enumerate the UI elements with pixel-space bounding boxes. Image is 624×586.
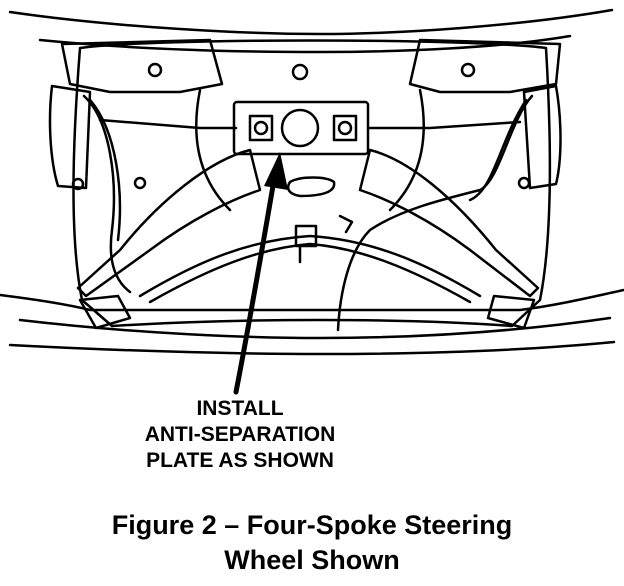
callout-arrow-shaft <box>233 177 277 395</box>
left-connector-bolt <box>71 177 85 191</box>
upper-right-bolt <box>460 62 476 78</box>
plate-right-bolt-frame <box>332 114 358 142</box>
callout-arrowhead <box>264 152 288 190</box>
hub-right-arc <box>388 88 425 212</box>
wire-left-2 <box>88 98 122 242</box>
plate-right-bolt <box>337 120 353 136</box>
upper-left-spoke <box>60 38 224 94</box>
wheel-rim-bottom-3 <box>8 340 616 356</box>
lower-left-pad <box>78 294 132 330</box>
wheel-rim-bottom-2 <box>18 316 612 340</box>
right-grip <box>522 84 562 190</box>
lower-right-spoke <box>358 148 540 298</box>
callout-line-2: ANTI-SEPARATION <box>144 423 336 446</box>
plate-left-bolt <box>253 120 269 136</box>
left-mid-bolt <box>133 176 147 190</box>
wire-right-3 <box>368 120 522 130</box>
callout-line-1: INSTALL <box>196 397 284 420</box>
plate-center-hole <box>280 108 320 148</box>
figure-caption: Figure 2 – Four-Spoke Steering Wheel Sho… <box>0 508 624 578</box>
left-grip <box>48 84 92 190</box>
plate-left-bolt-frame <box>248 114 274 142</box>
cross-harness-1 <box>138 234 482 298</box>
cross-harness-2 <box>148 242 472 304</box>
harness-connector <box>294 224 318 248</box>
callout-line-3: PLATE AS SHOWN <box>146 449 334 472</box>
upper-right-spoke <box>408 38 562 94</box>
wheel-rim-bottom <box>0 288 624 312</box>
hub-slot <box>286 176 336 198</box>
caption-line-1: Figure 2 – Four-Spoke Steering <box>111 510 513 540</box>
wire-right-2 <box>468 98 528 202</box>
hub-outline <box>72 39 552 328</box>
harness-clip <box>338 214 354 234</box>
right-connector-bolt <box>517 176 531 190</box>
wire-left-3 <box>98 118 238 130</box>
center-upper-bolt <box>291 63 309 81</box>
wire-right-1 <box>336 94 534 332</box>
wheel-rim-top <box>8 8 614 36</box>
upper-left-bolt <box>147 62 163 78</box>
lower-right-pad <box>486 294 536 330</box>
lower-left-spoke <box>76 148 262 298</box>
install-callout: INSTALL ANTI-SEPARATION PLATE AS SHOWN <box>110 396 370 474</box>
caption-line-2: Wheel Shown <box>224 545 400 575</box>
hub-left-arc <box>195 88 232 212</box>
